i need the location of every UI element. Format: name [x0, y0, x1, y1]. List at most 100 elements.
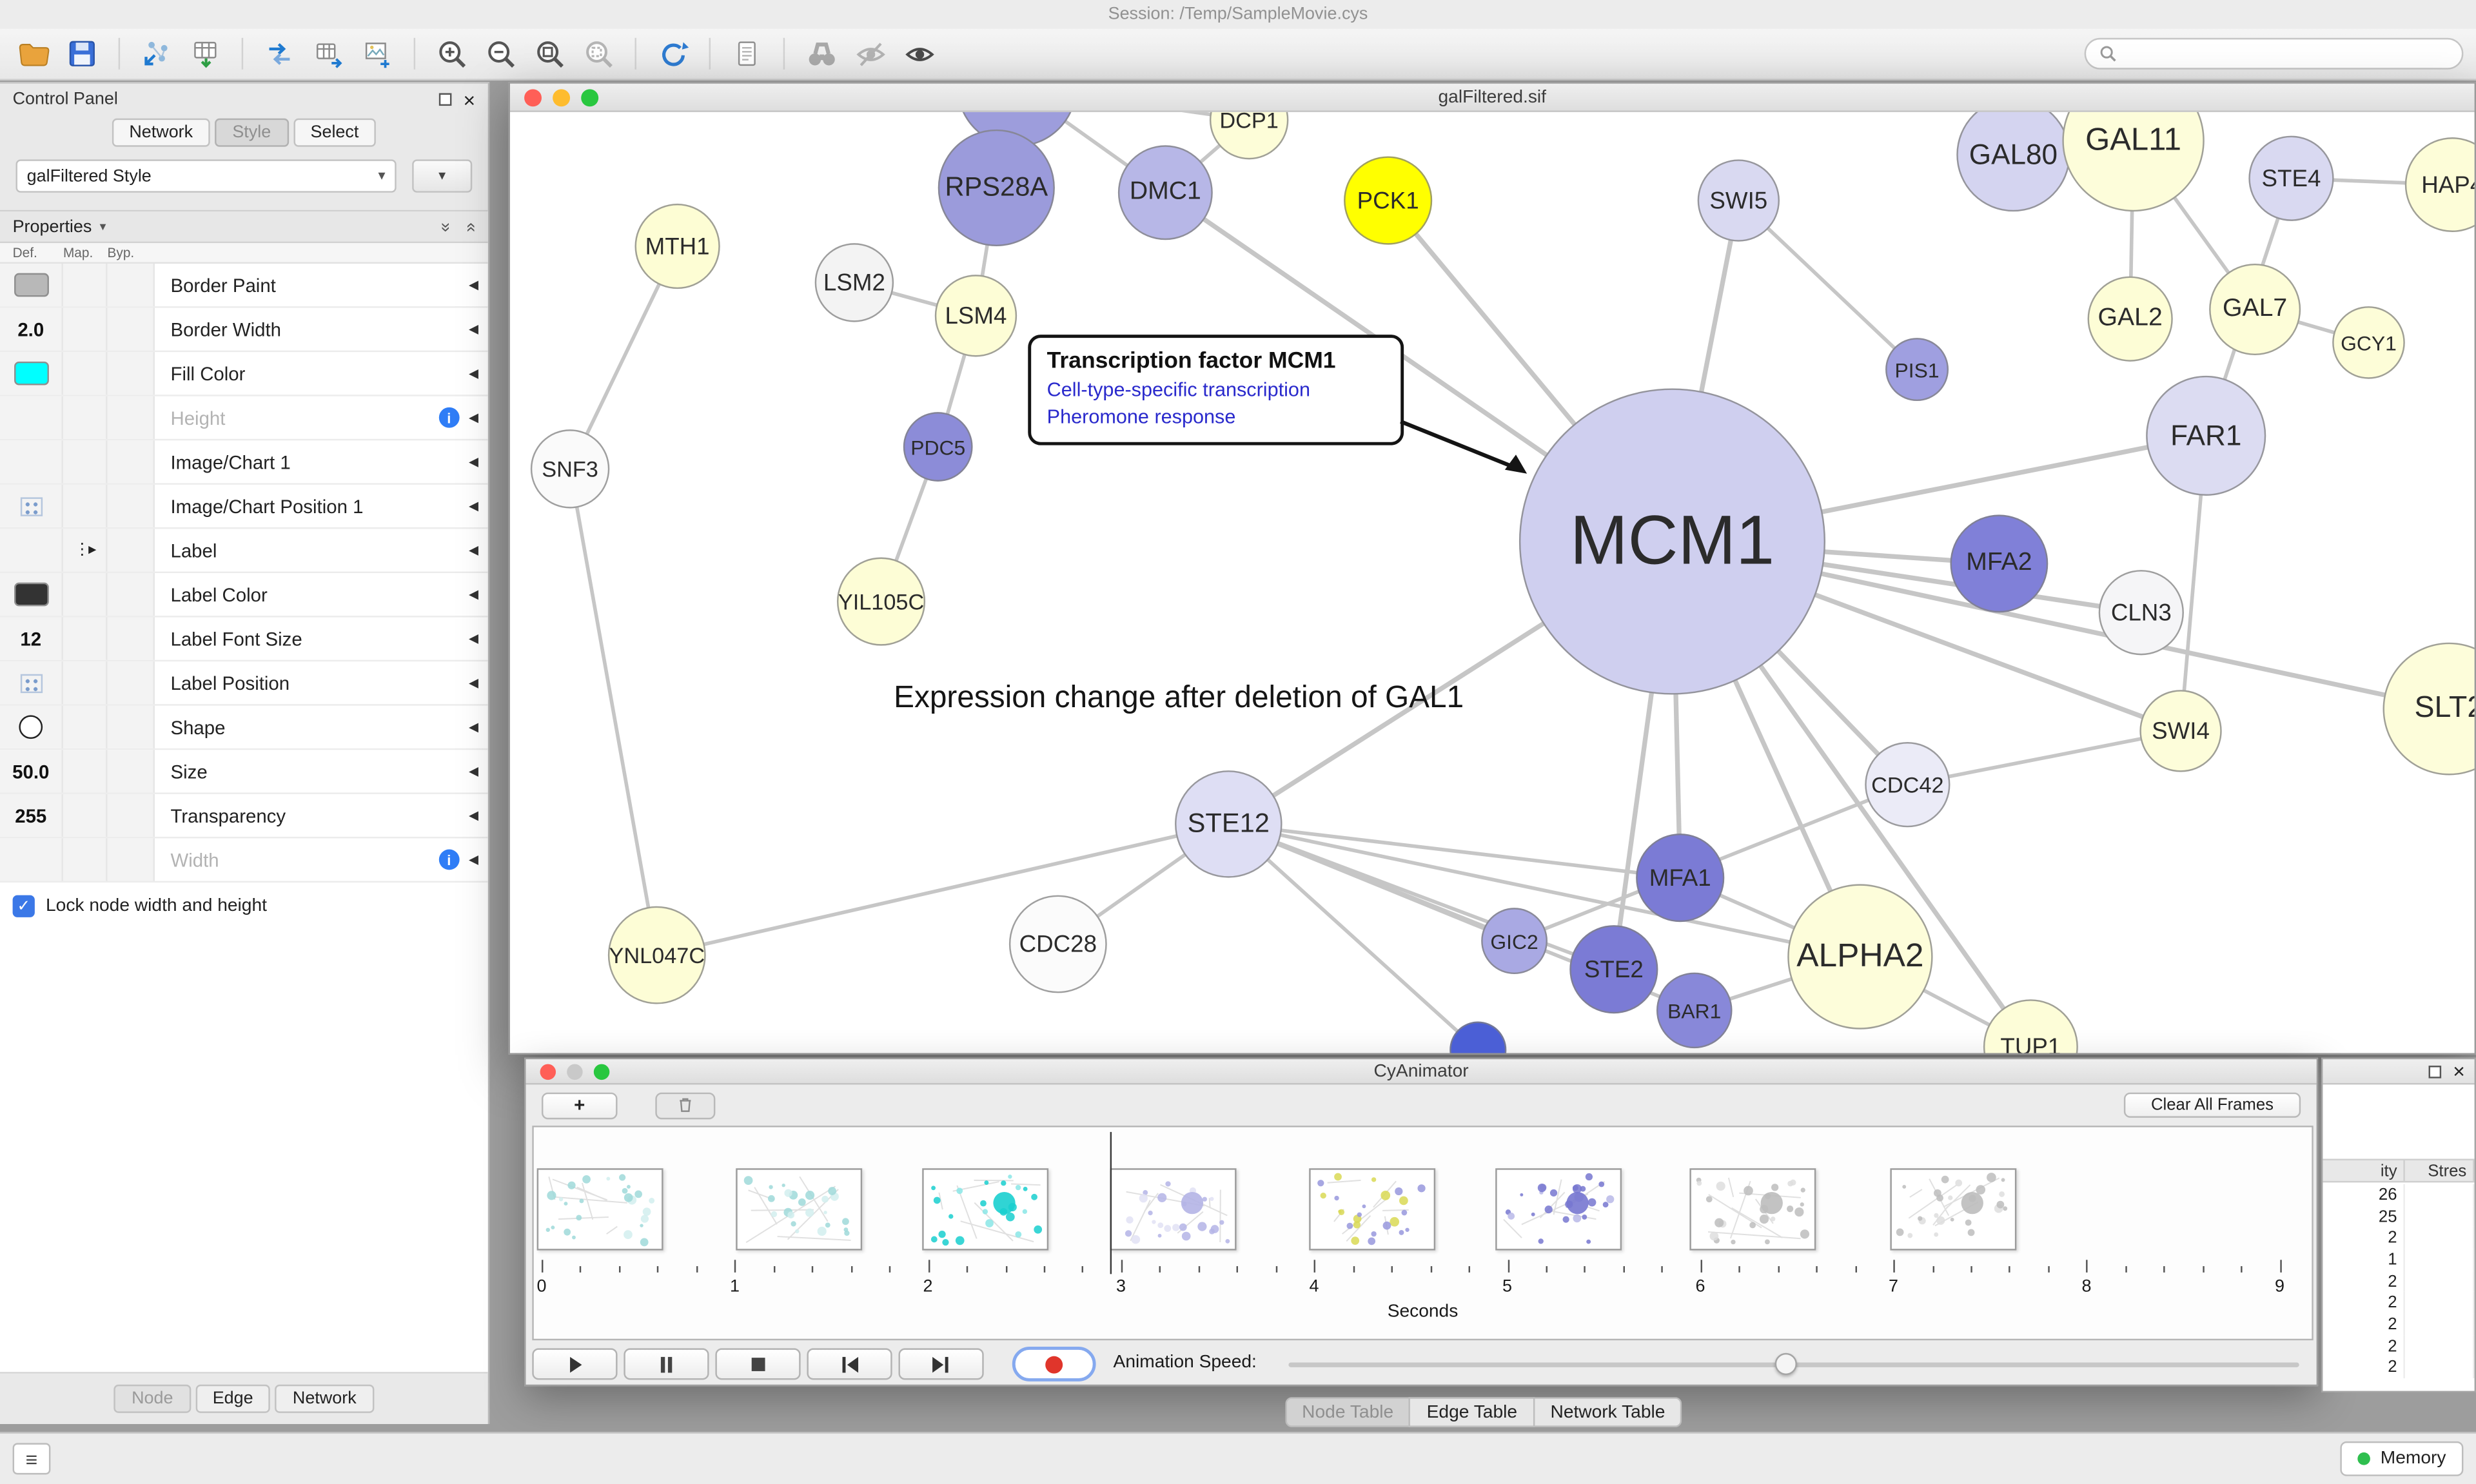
network-node-gal80[interactable]: GAL80: [1956, 112, 2070, 212]
frame-thumbnail-3[interactable]: [922, 1168, 1049, 1251]
bypass-cell[interactable]: [107, 661, 155, 705]
network-node-alpha2[interactable]: ALPHA2: [1787, 884, 1933, 1030]
network-edge-STE12-MFA1[interactable]: [1228, 822, 1681, 880]
memory-button[interactable]: Memory: [2341, 1441, 2464, 1476]
property-row-image-chart-1[interactable]: Image/Chart 1◀: [0, 440, 488, 485]
bypass-cell[interactable]: [107, 263, 155, 307]
network-node-pis1[interactable]: PIS1: [1885, 338, 1949, 402]
table-column-header-stres[interactable]: Stres: [2405, 1160, 2475, 1181]
expand-row-icon[interactable]: ◀: [468, 852, 479, 867]
default-value-cell[interactable]: [0, 838, 63, 881]
mapping-cell[interactable]: [63, 352, 108, 395]
pause-button[interactable]: [624, 1348, 709, 1380]
frame-thumbnail-2[interactable]: [736, 1168, 863, 1251]
play-button[interactable]: [532, 1348, 618, 1380]
record-button[interactable]: [1012, 1346, 1096, 1381]
expand-row-icon[interactable]: ◀: [468, 764, 479, 779]
network-edge-SNF3-YNL047C[interactable]: [568, 468, 659, 956]
expand-row-icon[interactable]: ◀: [468, 410, 479, 425]
default-value-cell[interactable]: 12: [0, 617, 63, 660]
network-node-gal7[interactable]: GAL7: [2209, 263, 2301, 356]
network-node-gic2[interactable]: GIC2: [1481, 908, 1548, 975]
save-session-button[interactable]: [62, 33, 103, 74]
bypass-cell[interactable]: [107, 572, 155, 616]
mapping-cell[interactable]: [63, 484, 108, 527]
mapping-cell[interactable]: [63, 750, 108, 793]
network-node-ste4[interactable]: STE4: [2248, 135, 2334, 221]
expand-all-icon[interactable]: »: [435, 221, 455, 231]
annotation-link-1[interactable]: Cell-type-specific transcription: [1046, 378, 1311, 402]
network-edge-STE12-BLUE1[interactable]: [1227, 823, 1480, 1051]
style-target-tab-network[interactable]: Network: [275, 1384, 374, 1413]
property-row-fill-color[interactable]: Fill Color◀: [0, 352, 488, 396]
add-frame-button[interactable]: +: [542, 1091, 618, 1119]
network-node-swi4[interactable]: SWI4: [2139, 690, 2222, 772]
style-target-tab-edge[interactable]: Edge: [195, 1384, 271, 1413]
bypass-cell[interactable]: [107, 750, 155, 793]
bypass-cell[interactable]: [107, 705, 155, 748]
expand-row-icon[interactable]: ◀: [468, 808, 479, 823]
default-value-cell[interactable]: [0, 572, 63, 616]
minimize-window-button[interactable]: [567, 1063, 583, 1079]
timeline-playhead[interactable]: [1109, 1131, 1111, 1274]
tab-edge-table[interactable]: Edge Table: [1409, 1397, 1535, 1427]
default-value-cell[interactable]: [0, 529, 63, 572]
network-node-ste12[interactable]: STE12: [1175, 770, 1282, 878]
zoom-out-button[interactable]: [480, 33, 521, 74]
close-panel-icon[interactable]: ×: [2453, 1059, 2465, 1084]
network-node-gcy1[interactable]: GCY1: [2332, 306, 2405, 379]
tab-network-table[interactable]: Network Table: [1533, 1397, 1683, 1427]
expand-row-icon[interactable]: ◀: [468, 719, 479, 734]
expand-row-icon[interactable]: ◀: [468, 498, 479, 513]
network-node-mth1[interactable]: MTH1: [634, 203, 720, 289]
network-node-snf3[interactable]: SNF3: [530, 429, 610, 509]
property-row-label-color[interactable]: Label Color◀: [0, 572, 488, 618]
last-frame-button[interactable]: [898, 1348, 984, 1380]
zoom-fit-button[interactable]: [529, 33, 570, 74]
expand-row-icon[interactable]: ◀: [468, 454, 479, 469]
zoom-window-button[interactable]: [581, 88, 599, 106]
expand-row-icon[interactable]: ◀: [468, 587, 479, 602]
network-node-mfa2[interactable]: MFA2: [1950, 514, 2049, 613]
minimize-window-button[interactable]: [553, 88, 571, 106]
expression-caption[interactable]: Expression change after deletion of GAL1: [894, 680, 1464, 716]
default-value-cell[interactable]: [0, 440, 63, 483]
bypass-cell[interactable]: [107, 617, 155, 660]
default-value-cell[interactable]: [0, 352, 63, 395]
network-node-mfa1[interactable]: MFA1: [1636, 834, 1725, 923]
tab-node-table[interactable]: Node Table: [1284, 1397, 1411, 1427]
table-row-7[interactable]: 2: [2323, 1313, 2475, 1336]
expand-row-icon[interactable]: ◀: [468, 322, 479, 337]
mapping-cell[interactable]: [63, 838, 108, 881]
style-target-tab-node[interactable]: Node: [114, 1384, 191, 1413]
find-neighbors-button[interactable]: [801, 33, 842, 74]
expand-row-icon[interactable]: ◀: [468, 676, 479, 690]
network-edge-STE12-YNL047C[interactable]: [656, 822, 1229, 957]
network-node-cdc28[interactable]: CDC28: [1008, 895, 1107, 993]
property-row-shape[interactable]: Shape◀: [0, 705, 488, 750]
default-value-cell[interactable]: 2.0: [0, 308, 63, 351]
table-row-4[interactable]: 1: [2323, 1249, 2475, 1271]
import-network-button[interactable]: [136, 33, 177, 74]
default-value-cell[interactable]: 255: [0, 794, 63, 837]
network-node-rps28a[interactable]: RPS28A: [938, 129, 1055, 247]
mcm1-annotation[interactable]: Transcription factor MCM1 Cell-type-spec…: [1028, 335, 1404, 445]
lock-size-checkbox[interactable]: ✓: [12, 895, 35, 917]
network-edge-CDC42-SWI4[interactable]: [1907, 729, 2181, 786]
network-node-bar1[interactable]: BAR1: [1656, 972, 1733, 1049]
network-edge-STE12-ALPHA2[interactable]: [1228, 822, 1861, 959]
frame-thumbnail-8[interactable]: [1890, 1168, 2017, 1251]
delete-frame-button[interactable]: [655, 1091, 716, 1119]
properties-header[interactable]: Properties ▾ » »: [0, 211, 488, 244]
default-value-cell[interactable]: [0, 396, 63, 439]
mapping-cell[interactable]: [63, 396, 108, 439]
slider-handle[interactable]: [1774, 1352, 1797, 1376]
zoom-selected-button[interactable]: [578, 33, 619, 74]
bypass-cell[interactable]: [107, 794, 155, 837]
network-node-pck1[interactable]: PCK1: [1344, 156, 1433, 245]
search-box[interactable]: [2084, 37, 2464, 70]
